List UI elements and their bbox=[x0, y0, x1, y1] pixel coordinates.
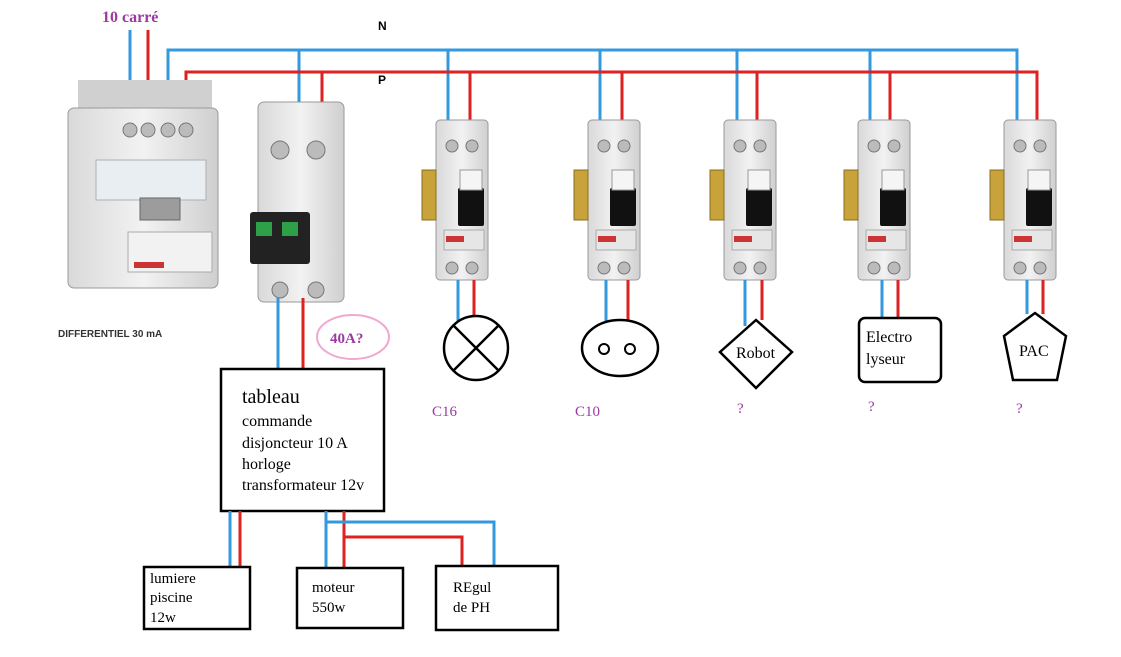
regul-line-2: de PH bbox=[453, 600, 490, 616]
rating-electrolyseur: ? bbox=[868, 399, 875, 415]
socket-symbol bbox=[580, 318, 660, 378]
pac-symbol: PAC bbox=[1002, 311, 1068, 382]
regul-ph-box: REgul de PH bbox=[434, 564, 560, 632]
robot-symbol: Robot bbox=[718, 318, 794, 390]
electrolyseur-label-line1: Electro bbox=[866, 329, 912, 346]
lamp-symbol bbox=[442, 314, 510, 382]
tableau-title: tableau bbox=[242, 386, 300, 408]
lumiere-piscine-box: lumiere piscine 12w bbox=[142, 565, 252, 631]
breaker-electrolyseur bbox=[843, 119, 911, 281]
regul-line-1: REgul bbox=[453, 580, 491, 596]
lumiere-line-2: piscine bbox=[150, 590, 193, 606]
tableau-line-3: horloge bbox=[242, 456, 291, 473]
robot-label: Robot bbox=[736, 345, 776, 362]
rating-pac: ? bbox=[1016, 401, 1023, 417]
breaker-c10 bbox=[573, 119, 641, 281]
differential-label: DIFFERENTIEL 30 mA bbox=[58, 329, 162, 340]
breaker-robot bbox=[709, 119, 777, 281]
rating-c10: C10 bbox=[575, 404, 600, 420]
pac-label: PAC bbox=[1019, 343, 1049, 360]
moteur-box: moteur 550w bbox=[295, 566, 405, 630]
neutral-label: N bbox=[378, 19, 387, 33]
top-cable-label: 10 carré bbox=[102, 9, 158, 26]
rating-c16: C16 bbox=[432, 404, 458, 420]
tableau-line-4: transformateur 12v bbox=[242, 477, 364, 494]
main-breaker-note: 40A? bbox=[330, 331, 363, 347]
main-breaker bbox=[250, 101, 345, 303]
tableau-line-2: disjoncteur 10 A bbox=[242, 435, 348, 452]
electrolyseur-label-line2: lyseur bbox=[866, 351, 906, 368]
breaker-c16 bbox=[421, 119, 489, 281]
differential-switch bbox=[67, 80, 219, 289]
breaker-pac bbox=[989, 119, 1057, 281]
rating-robot: ? bbox=[737, 401, 744, 417]
main-breaker-note-ring bbox=[316, 314, 390, 360]
tableau-line-1: commande bbox=[242, 413, 312, 430]
lumiere-line-1: lumiere bbox=[150, 571, 196, 587]
tableau-box: tableau commande disjoncteur 10 A horlog… bbox=[219, 367, 386, 513]
moteur-line-1: moteur bbox=[312, 580, 355, 596]
phase-label: P bbox=[378, 73, 386, 87]
moteur-line-2: 550w bbox=[312, 600, 346, 616]
electrolyseur-symbol: Electro lyseur bbox=[857, 316, 943, 384]
lumiere-line-3: 12w bbox=[150, 610, 176, 626]
